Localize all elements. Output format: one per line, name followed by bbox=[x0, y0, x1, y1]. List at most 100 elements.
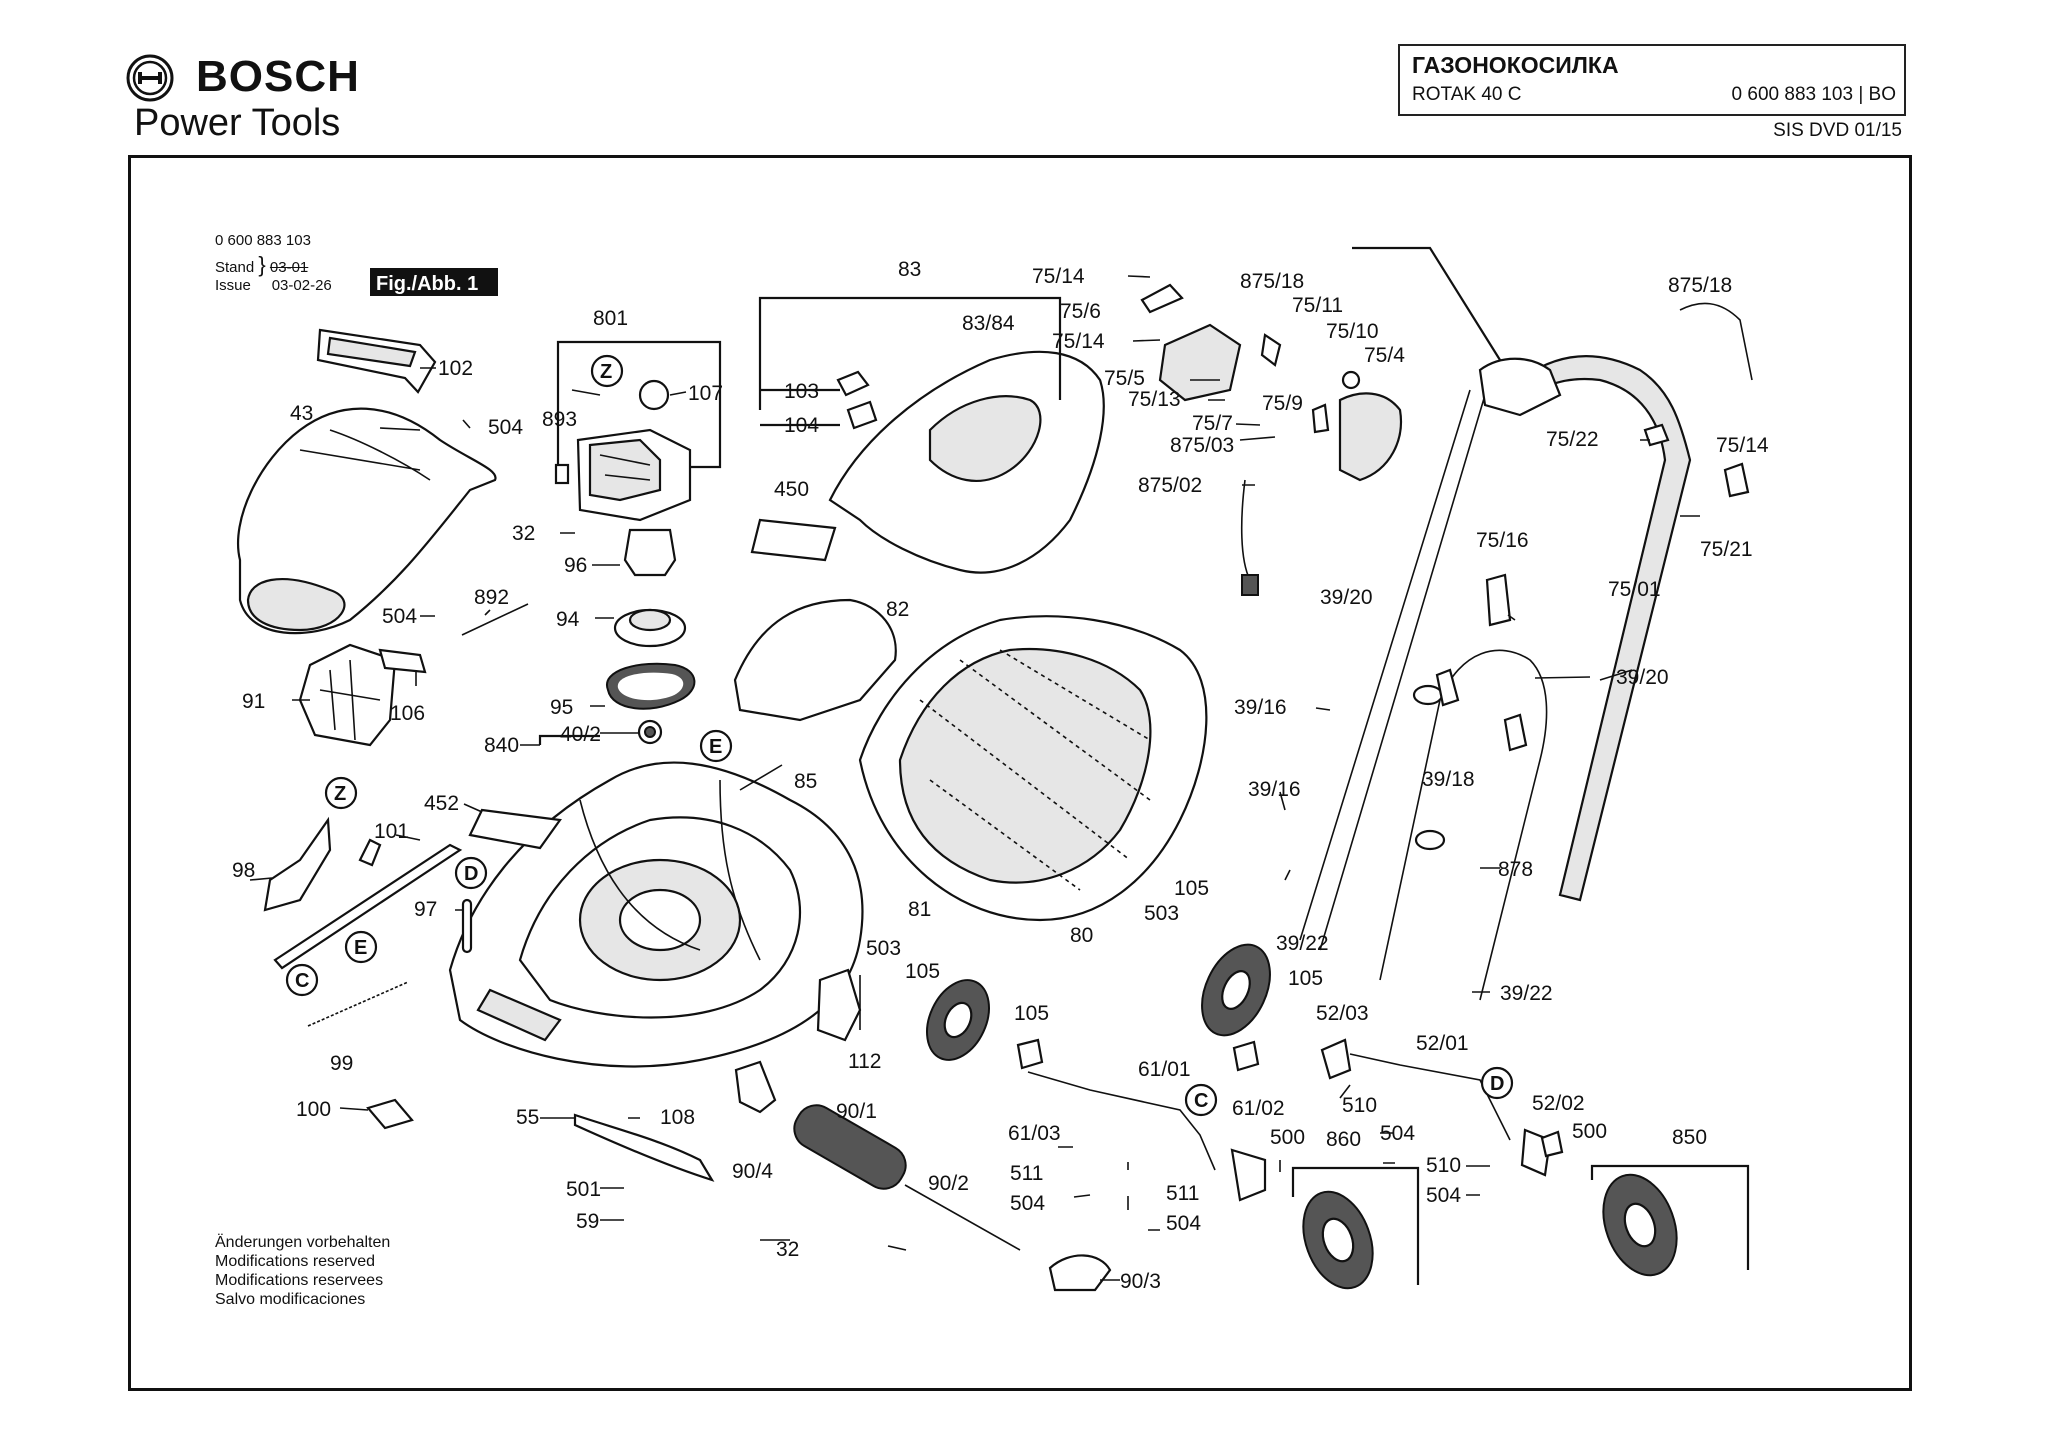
part-label: 892 bbox=[474, 586, 509, 609]
sheet-meta: 0 600 883 103 Stand } 03-01 Issue 03-02-… bbox=[215, 232, 332, 294]
part-label: 75/14 bbox=[1052, 330, 1105, 353]
part-label: 875/03 bbox=[1170, 434, 1234, 457]
note-line: Änderungen vorbehalten bbox=[215, 1234, 391, 1251]
part-label: 504 bbox=[1166, 1212, 1201, 1235]
part-label: 52/01 bbox=[1416, 1032, 1469, 1055]
part-label: 90/1 bbox=[836, 1100, 877, 1123]
part-label: 503 bbox=[866, 937, 901, 960]
part-label: 61/02 bbox=[1232, 1097, 1285, 1120]
notes: Änderungen vorbehalten Modifications res… bbox=[215, 1233, 390, 1309]
part-label: 55 bbox=[516, 1106, 539, 1129]
part-label: 450 bbox=[774, 478, 809, 501]
part-label: 52/02 bbox=[1532, 1092, 1585, 1115]
part-labels: 102 43 504 504 91 106 892 801 893 107 32… bbox=[232, 258, 1769, 1293]
part-label: 39/22 bbox=[1276, 932, 1329, 955]
part-label: 75/5 bbox=[1104, 367, 1145, 390]
part-label: 39/20 bbox=[1320, 586, 1373, 609]
part-label: 52/03 bbox=[1316, 1002, 1369, 1025]
part-label: 39/20 bbox=[1616, 666, 1669, 689]
part-label: 75/11 bbox=[1292, 294, 1343, 317]
part-label: 504 bbox=[1380, 1122, 1415, 1145]
brand-logo: BOSCH Power Tools bbox=[124, 52, 384, 152]
part-label: 90/4 bbox=[732, 1160, 773, 1183]
revision-label: SIS DVD 01/15 bbox=[1773, 120, 1902, 141]
part-label: 32 bbox=[776, 1238, 799, 1261]
note-line: Modifications reservees bbox=[215, 1272, 384, 1289]
part-label: 83/84 bbox=[962, 312, 1015, 335]
part-label: 103 bbox=[784, 380, 819, 403]
part-label: 39/16 bbox=[1234, 696, 1287, 719]
fig-label: Fig./Abb. 1 bbox=[376, 273, 478, 295]
document-title: ГАЗОНОКОСИЛКА bbox=[1412, 52, 1619, 78]
ref-circle-e-1: E bbox=[709, 736, 722, 758]
note-line: Salvo modificaciones bbox=[215, 1291, 366, 1308]
part-drawings bbox=[237, 283, 1753, 1292]
part-label: 90/3 bbox=[1120, 1270, 1161, 1293]
part-label: 75/14 bbox=[1716, 434, 1769, 457]
assembly-brackets bbox=[538, 246, 1750, 1285]
part-label: 100 bbox=[296, 1098, 331, 1121]
part-label: 80 bbox=[1070, 924, 1093, 947]
part-label: 107 bbox=[688, 382, 723, 405]
part-label: 510 bbox=[1426, 1154, 1461, 1177]
part-label: 98 bbox=[232, 859, 255, 882]
bosch-armature-logo-icon bbox=[126, 54, 174, 102]
ref-circle-c-2: C bbox=[1194, 1090, 1208, 1112]
part-label: 40/2 bbox=[560, 723, 601, 746]
part-label: 511 bbox=[1166, 1182, 1199, 1205]
part-label: 75/7 bbox=[1192, 412, 1233, 435]
part-label: 105 bbox=[1174, 877, 1209, 900]
part-label: 511 bbox=[1010, 1162, 1043, 1185]
ref-circle-d-2: D bbox=[1490, 1073, 1504, 1095]
sheet-number: 0 600 883 103 bbox=[215, 232, 311, 249]
part-label: 90/2 bbox=[928, 1172, 969, 1195]
part-label: 75/6 bbox=[1060, 300, 1101, 323]
part-label: 504 bbox=[382, 605, 417, 628]
issue-value: 03-02-26 bbox=[271, 277, 332, 294]
title-block: ГАЗОНОКОСИЛКА ROTAK 40 C 0 600 883 103 |… bbox=[1398, 44, 1906, 116]
part-label: 105 bbox=[1014, 1002, 1049, 1025]
stand-value: 03-01 bbox=[269, 259, 309, 276]
part-label: 75/9 bbox=[1262, 392, 1303, 415]
part-label: 83 bbox=[898, 258, 921, 281]
part-number: 0 600 883 103 | BO bbox=[1731, 84, 1896, 105]
issue-label: Issue bbox=[215, 277, 251, 294]
part-label: 81 bbox=[908, 898, 931, 921]
brand-tagline: Power Tools bbox=[134, 102, 341, 144]
part-label: 504 bbox=[1426, 1184, 1461, 1207]
part-label: 108 bbox=[660, 1106, 695, 1129]
part-label: 452 bbox=[424, 792, 459, 815]
part-label: 504 bbox=[488, 416, 523, 439]
part-label: 91 bbox=[242, 690, 265, 713]
part-label: 878 bbox=[1498, 858, 1533, 881]
part-label: 860 bbox=[1326, 1128, 1361, 1151]
part-label: 101 bbox=[374, 820, 409, 843]
part-label: 801 bbox=[593, 307, 628, 330]
part-label: 840 bbox=[484, 734, 519, 757]
ref-circle-z-2: Z bbox=[334, 783, 346, 805]
stand-label: Stand bbox=[215, 259, 255, 276]
leader-lines bbox=[249, 275, 1700, 1281]
part-label: 39/16 bbox=[1248, 778, 1301, 801]
part-label: 75/14 bbox=[1032, 265, 1085, 288]
part-label: 43 bbox=[290, 402, 313, 425]
part-label: 875/02 bbox=[1138, 474, 1202, 497]
part-label: 104 bbox=[784, 414, 819, 437]
part-label: 75/10 bbox=[1326, 320, 1379, 343]
part-label: 97 bbox=[414, 898, 437, 921]
part-label: 875/18 bbox=[1668, 274, 1732, 297]
ref-circle-d-1: D bbox=[464, 863, 478, 885]
part-label: 850 bbox=[1672, 1126, 1707, 1149]
part-label: 75/13 bbox=[1128, 388, 1181, 411]
part-label: 39/18 bbox=[1422, 768, 1475, 791]
part-label: 85 bbox=[794, 770, 817, 793]
part-label: 75/21 bbox=[1700, 538, 1753, 561]
ref-circle-c-1: C bbox=[295, 970, 309, 992]
part-label: 105 bbox=[1288, 967, 1323, 990]
part-label: 875/18 bbox=[1240, 270, 1304, 293]
part-label: 82 bbox=[886, 598, 909, 621]
part-label: 75/16 bbox=[1476, 529, 1529, 552]
part-label: 893 bbox=[542, 408, 577, 431]
brand-name: BOSCH bbox=[196, 52, 360, 101]
part-label: 106 bbox=[390, 702, 425, 725]
